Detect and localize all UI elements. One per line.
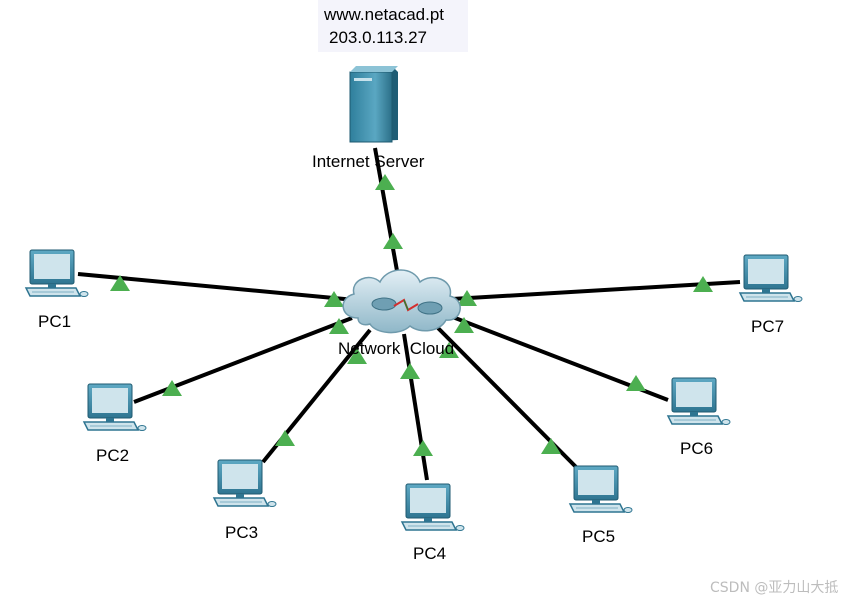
link-up-indicator <box>626 375 646 391</box>
pc4[interactable]: PC4 <box>401 483 465 563</box>
pc5[interactable]: PC5 <box>569 465 633 546</box>
link-up-indicator <box>347 348 367 364</box>
server-ip-box <box>318 0 468 52</box>
link-pc7-cloud[interactable] <box>451 280 741 301</box>
pc-label: PC7 <box>751 317 784 336</box>
pc-icon <box>739 254 803 303</box>
pc-label: PC4 <box>413 544 446 563</box>
link-up-indicator <box>110 275 130 291</box>
internet-server[interactable]: www.netacad.pt 203.0.113.27 Internet Ser… <box>312 0 468 171</box>
watermark: CSDN @亚力山大抵 <box>710 580 838 596</box>
link-server-cloud[interactable] <box>373 147 401 283</box>
link-status-indicators <box>110 174 713 456</box>
link-up-indicator <box>454 317 474 333</box>
link-up-indicator <box>400 363 420 379</box>
pc-icon <box>213 459 277 508</box>
pc2[interactable]: PC2 <box>83 383 147 465</box>
server-hostname: www.netacad.pt <box>323 5 444 24</box>
cloud-label: Network Cloud <box>338 339 454 358</box>
pc-label: PC5 <box>582 527 615 546</box>
server-label: Internet Server <box>312 152 425 171</box>
pc-label: PC6 <box>680 439 713 458</box>
server-icon <box>349 66 398 143</box>
link-up-indicator <box>457 290 477 306</box>
link-up-indicator <box>324 291 344 307</box>
cloud-icon <box>342 269 461 334</box>
link-pc1-cloud[interactable] <box>77 272 356 302</box>
pc-label: PC1 <box>38 312 71 331</box>
pc-icon <box>667 377 731 426</box>
link-up-indicator <box>541 438 561 454</box>
link-up-indicator <box>383 233 403 249</box>
link-up-indicator <box>439 342 459 358</box>
pc-label: PC3 <box>225 523 258 542</box>
pc-label: PC2 <box>96 446 129 465</box>
network-cloud[interactable]: Network Cloud <box>338 269 461 358</box>
pc-icon <box>569 465 633 514</box>
pc7[interactable]: PC7 <box>739 254 803 336</box>
pc3[interactable]: PC3 <box>213 459 277 542</box>
link-up-indicator <box>275 430 295 446</box>
pc-icon <box>83 383 147 432</box>
pc1[interactable]: PC1 <box>25 249 89 331</box>
link-up-indicator <box>162 380 182 396</box>
link-up-indicator <box>413 440 433 456</box>
link-up-indicator <box>693 276 713 292</box>
link-up-indicator <box>329 318 349 334</box>
server-ip: 203.0.113.27 <box>329 28 427 47</box>
link-up-indicator <box>375 174 395 190</box>
pc6[interactable]: PC6 <box>667 377 731 458</box>
pc-icon <box>401 483 465 532</box>
